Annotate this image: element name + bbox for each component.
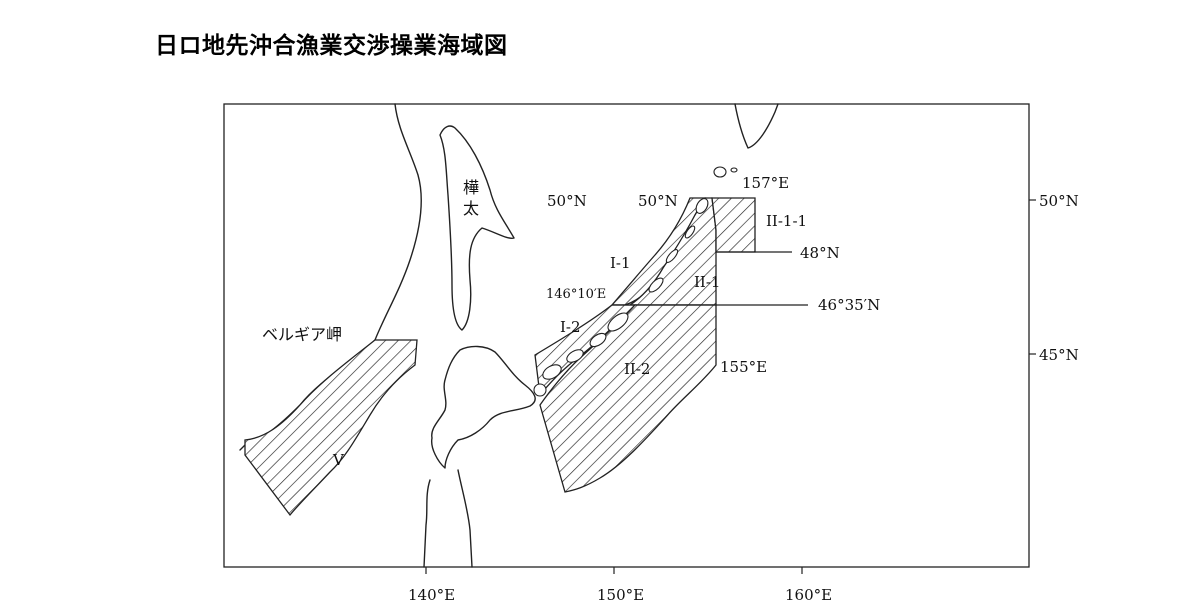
- label-zone-ii11: II-1-1: [766, 212, 807, 230]
- x-tick-140: 140°E: [408, 586, 455, 604]
- hokkaido-island: [430, 345, 536, 469]
- x-tick-150: 150°E: [597, 586, 644, 604]
- label-zone-i1: I-1: [610, 254, 631, 272]
- label-sakhalin-2: 太: [463, 199, 479, 218]
- y-tick-45: 45°N: [1039, 346, 1079, 364]
- label-lat-50-left: 50°N: [547, 192, 587, 210]
- zone-ii11: [711, 197, 756, 253]
- boundary-lines: [612, 251, 808, 306]
- x-tick-160: 160°E: [785, 586, 832, 604]
- axis-ticks: [425, 199, 1036, 574]
- map-frame: [223, 103, 1030, 568]
- zone-v: [244, 339, 418, 517]
- label-lat-46: 46°35′N: [818, 296, 880, 314]
- honshu-coast: [423, 469, 473, 568]
- y-tick-50: 50°N: [1039, 192, 1079, 210]
- map-title: 日ロ地先沖合漁業交渉操業海域図: [155, 33, 508, 59]
- zone-ii2: [539, 304, 717, 493]
- label-lat-50-mid: 50°N: [638, 192, 678, 210]
- label-lon-157: 157°E: [742, 174, 789, 192]
- label-lon-146: 146°10′E: [546, 287, 606, 302]
- label-lon-155: 155°E: [720, 358, 767, 376]
- label-zone-i2: I-2: [560, 318, 581, 336]
- sakhalin-island: [439, 125, 515, 331]
- label-belgia-cape: ベルギア岬: [262, 325, 342, 344]
- label-zone-ii1: II-1: [694, 273, 720, 291]
- label-sakhalin-1: 樺: [463, 178, 479, 197]
- kamchatka-coast: [734, 103, 779, 149]
- label-lat-48: 48°N: [800, 244, 840, 262]
- label-zone-ii2: II-2: [624, 360, 650, 378]
- kuril-islands: [533, 166, 738, 397]
- label-zone-v: V: [332, 451, 345, 469]
